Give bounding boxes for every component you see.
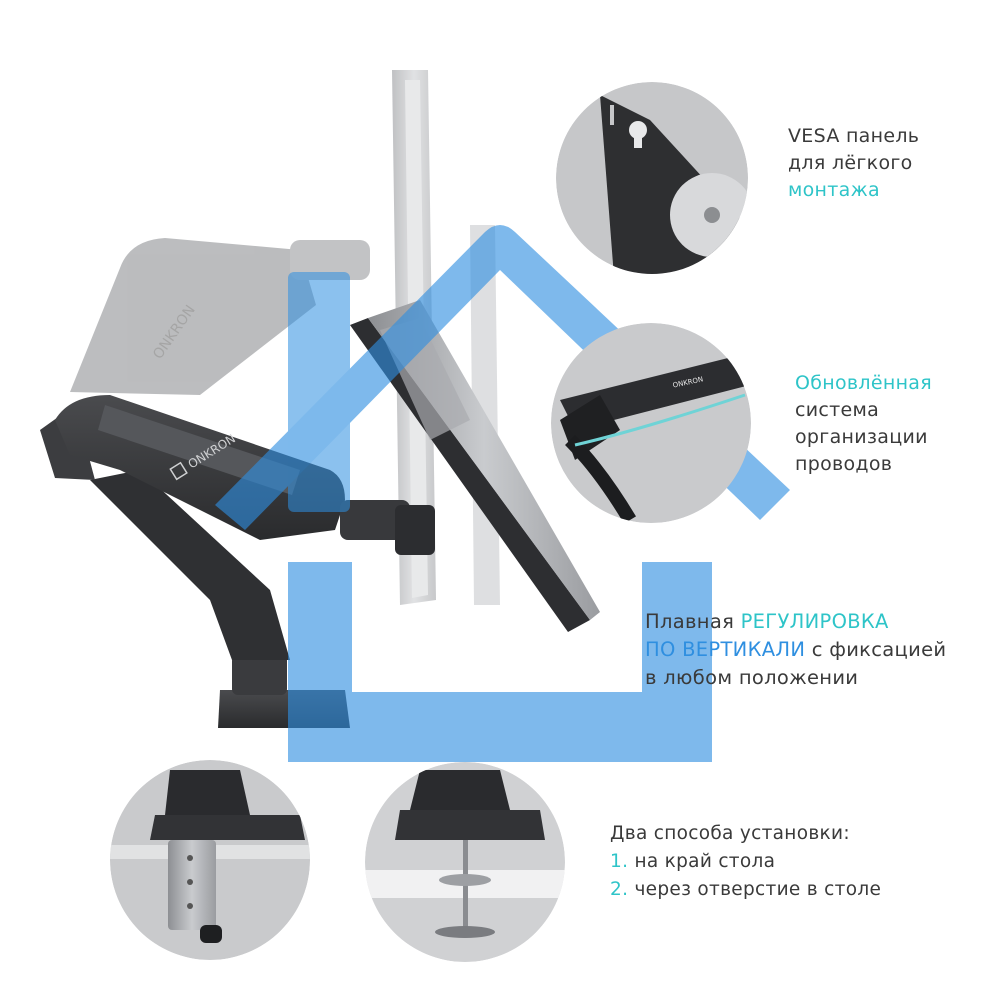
cable-line-2: система	[795, 399, 880, 421]
height-caption: Плавная РЕГУЛИРОВКА ПО ВЕРТИКАЛИ с фикса…	[645, 608, 946, 692]
height-line-1-accent: РЕГУЛИРОВКА	[740, 610, 889, 633]
monitor-arm: ONKRON	[40, 395, 435, 728]
cable-line-4: проводов	[795, 453, 893, 475]
install-option-2-num: 2.	[610, 879, 629, 900]
install-option-1-text: на край стола	[634, 851, 776, 872]
cable-line-3: организации	[795, 426, 928, 448]
install-option-2-text: через отверстие в столе	[634, 879, 882, 900]
install-caption: Два способа установки: 1. на край стола …	[610, 820, 881, 904]
height-line-2-accent: ПО ВЕРТИКАЛИ	[645, 638, 806, 661]
vesa-line-3: монтажа	[788, 179, 880, 201]
vesa-line-2: для лёгкого	[788, 152, 913, 174]
cable-detail-circle: ONKRON	[551, 323, 751, 523]
grommet-detail-circle	[365, 762, 565, 962]
adjust-arrow	[215, 225, 790, 762]
height-line-2-plain: с фиксацией	[811, 638, 947, 661]
height-line-1-plain: Плавная	[645, 610, 735, 633]
cable-caption: Обновлённая система организации проводов	[795, 370, 932, 478]
vesa-caption: VESA панель для лёгкого монтажа	[788, 123, 919, 204]
vesa-line-1: VESA панель	[788, 125, 920, 147]
ghost-arm: ONKRON	[70, 238, 370, 395]
cable-line-1: Обновлённая	[795, 372, 932, 394]
install-title: Два способа установки:	[610, 823, 850, 844]
vesa-detail-circle	[556, 82, 748, 274]
height-line-3: в любом положении	[645, 666, 859, 689]
install-option-1-num: 1.	[610, 851, 629, 872]
clamp-detail-circle	[110, 760, 310, 960]
